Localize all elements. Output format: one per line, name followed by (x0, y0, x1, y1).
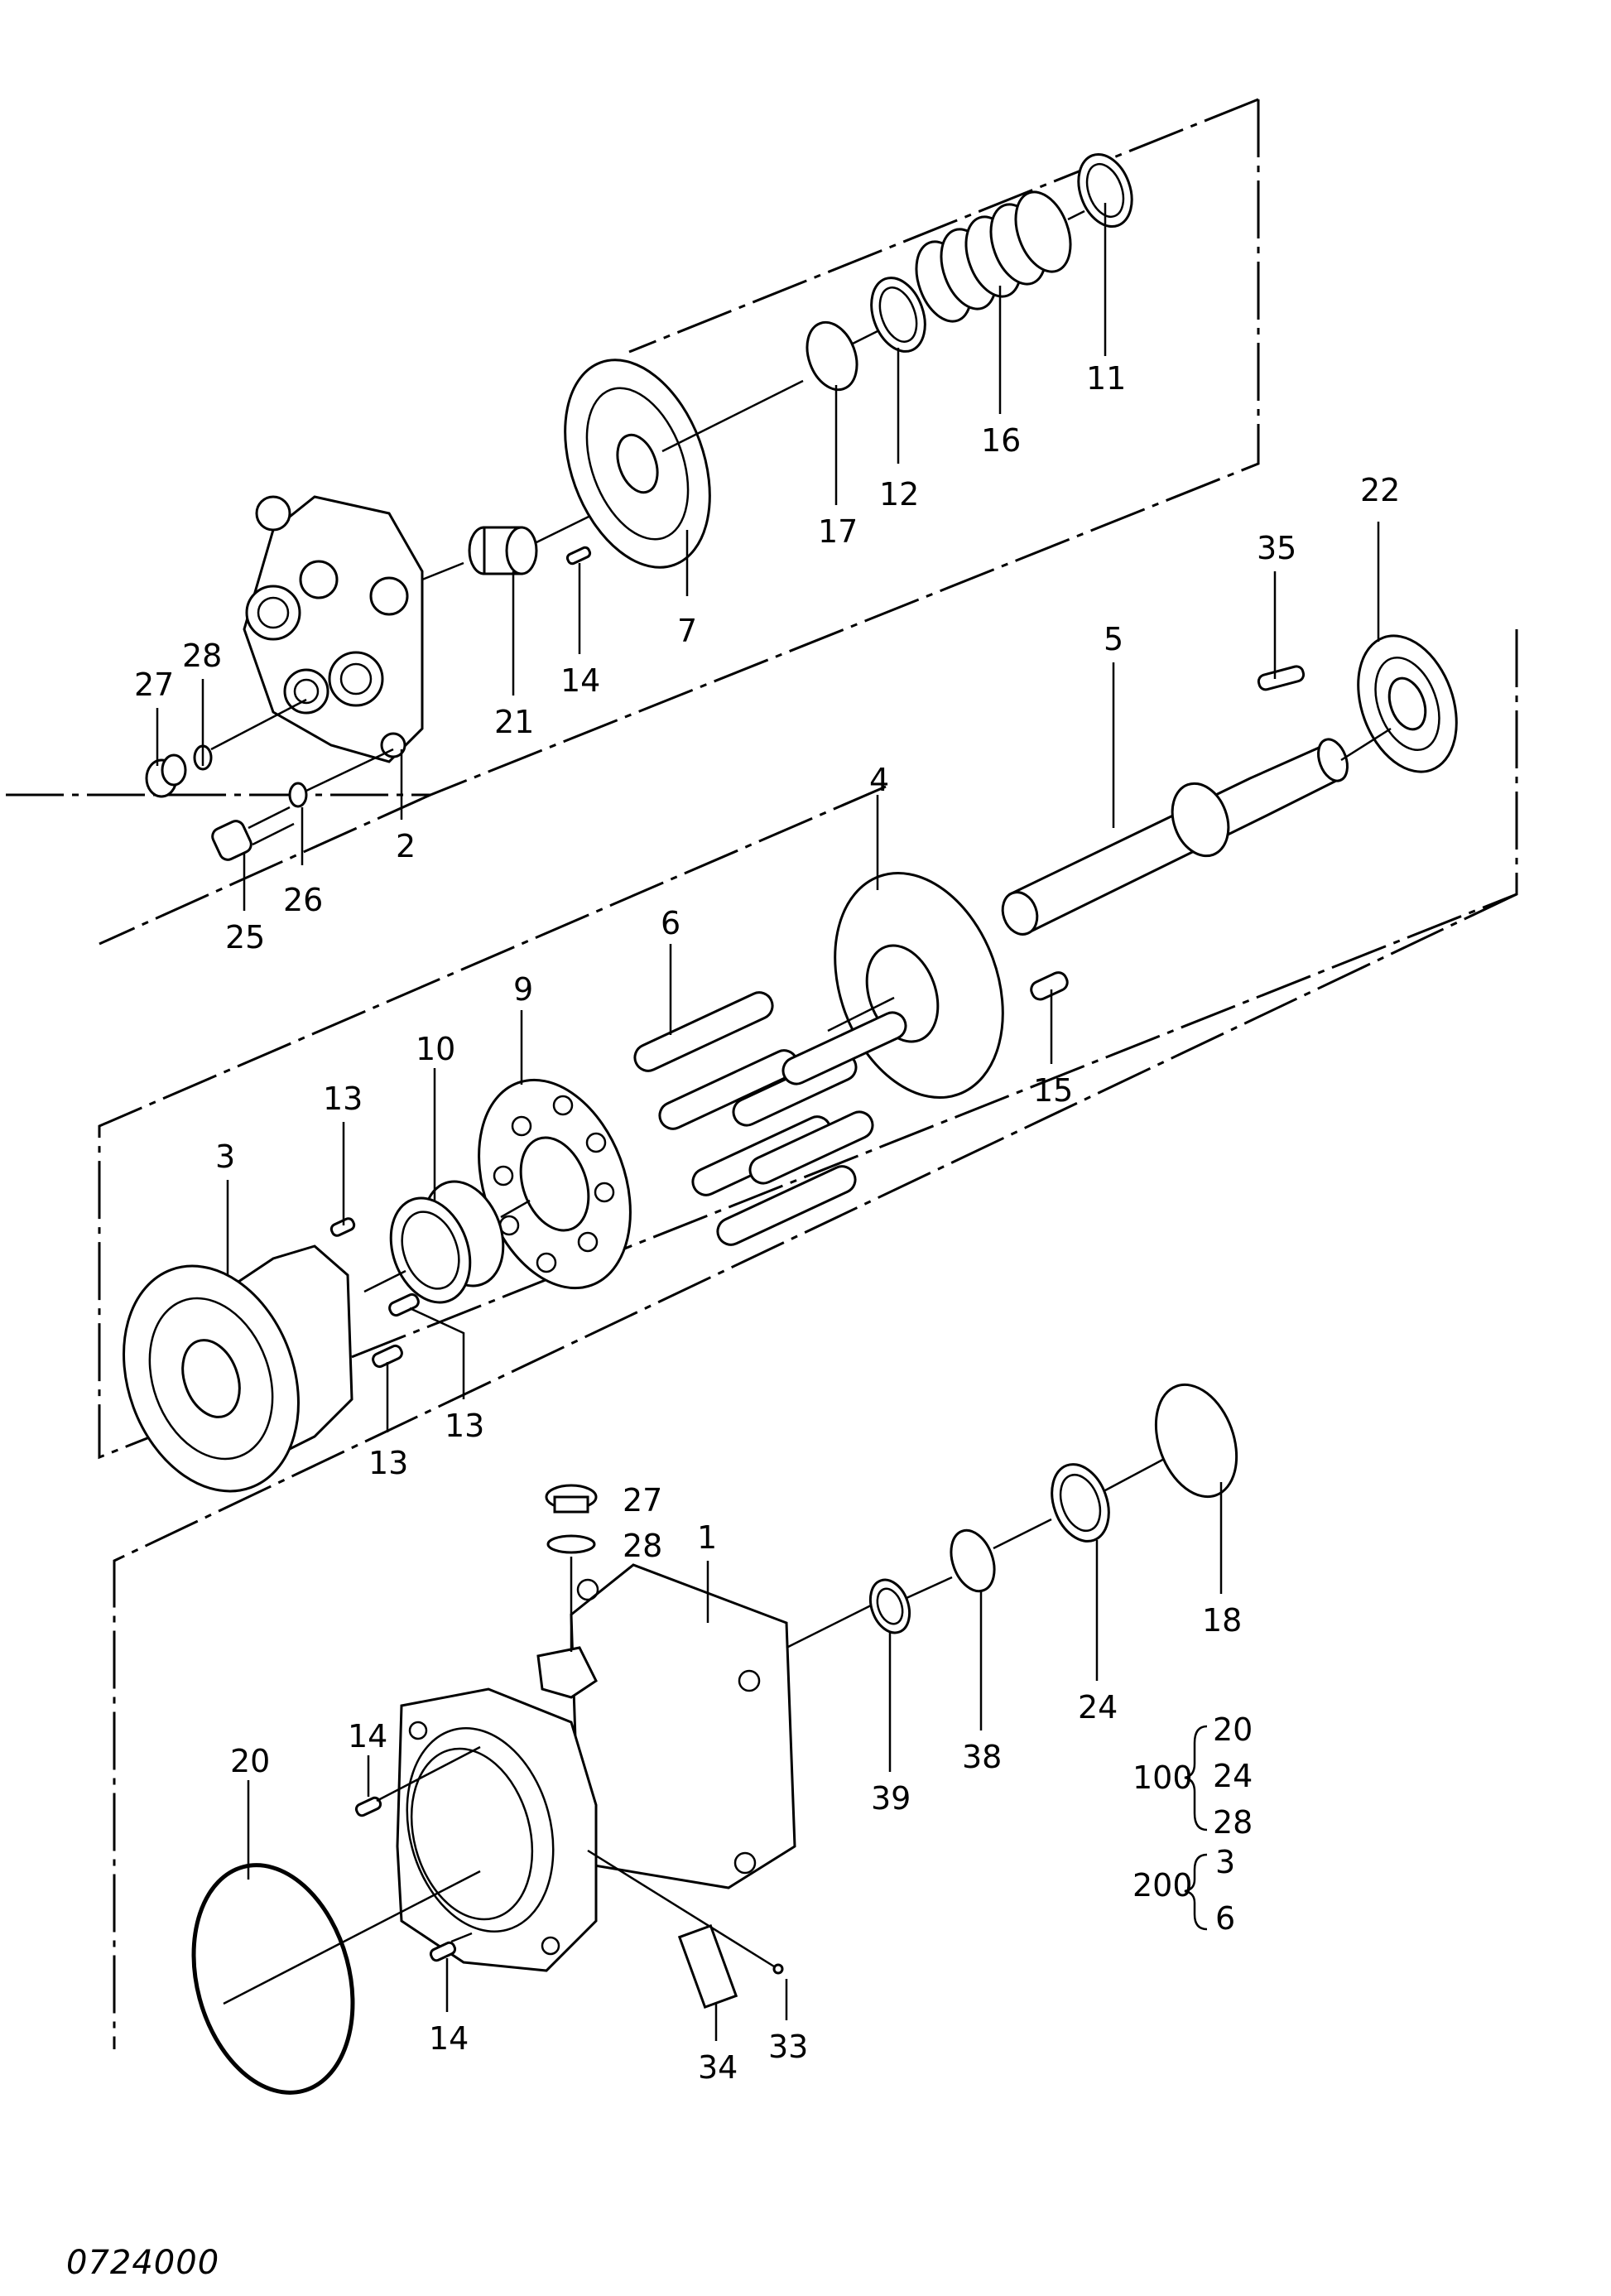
bushing-part-10 (389, 1180, 505, 1304)
kit-100-item-20: 20 (1213, 1711, 1253, 1748)
callout-14-upper: 14 (560, 662, 600, 699)
callout-12: 12 (879, 476, 919, 513)
callout-13-top: 13 (323, 1081, 363, 1117)
bolt-part-25 (211, 806, 295, 861)
callout-14-bottom: 14 (429, 2020, 469, 2057)
callout-28-top: 28 (182, 638, 222, 674)
kit-200-number: 200 (1133, 1867, 1193, 1904)
callout-27-lower: 27 (623, 1482, 662, 1519)
callout-26: 26 (283, 882, 323, 918)
callout-labels: 1 2 3 4 5 6 7 9 10 11 12 13 13 13 14 14 … (134, 360, 1400, 2086)
pistons-part-6 (633, 991, 907, 1246)
callout-18: 18 (1202, 1602, 1242, 1639)
callout-38: 38 (962, 1739, 1002, 1775)
cover-group (145, 152, 1133, 861)
callout-1: 1 (697, 1519, 717, 1556)
callout-17: 17 (818, 513, 858, 550)
callout-14-left: 14 (348, 1718, 387, 1754)
callout-28-lower: 28 (623, 1528, 662, 1564)
callout-7: 7 (677, 613, 697, 649)
bearing-part-22 (1357, 634, 1458, 773)
kit-200-item-6: 6 (1215, 1900, 1235, 1937)
callout-20: 20 (230, 1743, 270, 1779)
kit-200: 200 3 6 (1133, 1844, 1235, 1937)
callout-33: 33 (768, 2029, 808, 2065)
kit-100-item-28: 28 (1213, 1804, 1253, 1841)
callout-4: 4 (869, 762, 889, 798)
callout-6: 6 (661, 905, 680, 941)
callout-21: 21 (494, 704, 534, 740)
plug-part-27 (145, 753, 187, 798)
callout-35: 35 (1257, 530, 1296, 566)
cover-part-2 (243, 495, 424, 763)
kit-100-number: 100 (1133, 1759, 1193, 1796)
callout-2: 2 (396, 828, 416, 864)
retainer-plate-part-9 (478, 1078, 632, 1290)
callout-13-bottom: 13 (368, 1445, 408, 1481)
assembly-boundary-lines (0, 98, 1518, 2049)
callout-11: 11 (1086, 360, 1126, 397)
callout-16: 16 (981, 422, 1021, 459)
valve-plate-part-7 (564, 359, 711, 569)
callout-5: 5 (1104, 621, 1123, 657)
callout-15: 15 (1033, 1072, 1073, 1109)
callout-24: 24 (1078, 1689, 1118, 1726)
kit-200-item-3: 3 (1215, 1844, 1235, 1880)
callout-9: 9 (513, 971, 533, 1008)
drawing-number: 0724000 (66, 2244, 220, 2282)
shaft-group (827, 634, 1458, 1100)
leader-lines (156, 203, 1380, 2041)
nameplate-part-34 (677, 1923, 738, 2010)
callout-3: 3 (215, 1138, 235, 1175)
callout-39: 39 (871, 1780, 911, 1817)
callout-27-top: 27 (134, 667, 174, 703)
callout-34: 34 (698, 2049, 738, 2086)
kit-100-item-24: 24 (1213, 1758, 1253, 1794)
callout-22: 22 (1360, 472, 1400, 508)
spring-part-16 (915, 190, 1072, 323)
needle-bearing-part-21 (468, 526, 538, 575)
callout-25: 25 (225, 919, 265, 955)
cylinder-block-part-3 (123, 1244, 353, 1493)
shaft-part-5 (1001, 738, 1349, 936)
housing-part-1 (396, 1563, 796, 1972)
callout-13-right: 13 (445, 1408, 484, 1444)
pins-part-13 (329, 1217, 420, 1369)
callout-10: 10 (416, 1031, 455, 1067)
kit-100: 100 20 24 28 (1133, 1711, 1253, 1841)
